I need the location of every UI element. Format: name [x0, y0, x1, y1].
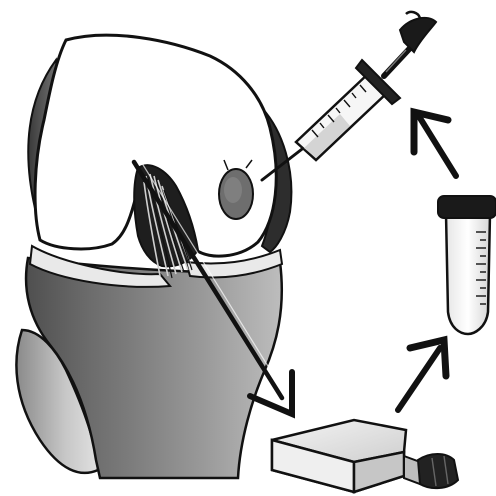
up-right-arrow: [398, 340, 446, 410]
up-left-arrow: [414, 112, 456, 176]
flask-cap: [418, 454, 458, 488]
knee-joint: [16, 35, 291, 478]
tube-cap: [438, 196, 496, 218]
syringe-injection: [262, 12, 436, 180]
culture-flask: [272, 420, 458, 492]
centrifuge-tube: [438, 196, 496, 334]
